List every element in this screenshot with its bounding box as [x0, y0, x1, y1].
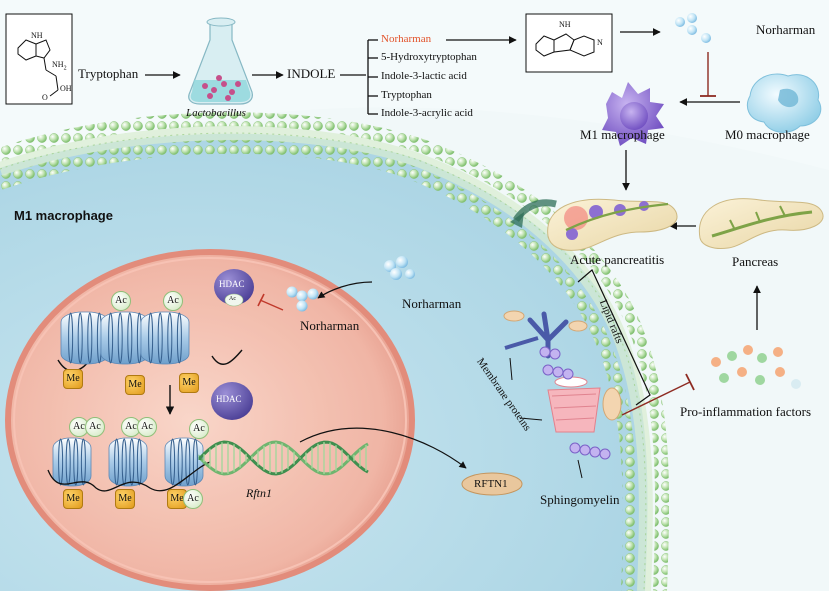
methyl-tag: Me	[115, 489, 135, 509]
chromatin-row-top	[57, 311, 243, 372]
acute-pancreatitis-label: Acute pancreatitis	[570, 252, 665, 267]
membrane-inner-layer	[0, 139, 637, 591]
metabolite-5-hydroxytryptophan: 5-Hydroxytryptophan	[381, 51, 477, 63]
acetyl-tag: Ac	[183, 489, 203, 509]
hdac-top-ac-label: Ac	[229, 296, 236, 302]
nucleosome-top	[60, 311, 110, 365]
pancreas-label: Pancreas	[732, 254, 779, 269]
m1-macrophage-label: M1 macrophage	[580, 127, 665, 142]
norharman-droplets-cytoplasm	[286, 256, 415, 312]
nucleosome-top	[100, 311, 150, 365]
norharman-structure	[525, 13, 613, 73]
hdac-mid-label: HDAC	[216, 394, 242, 404]
methyl-tag: Me	[63, 489, 83, 509]
metabolite-tryptophan: Tryptophan	[381, 89, 432, 101]
nor-nh-label: NH	[559, 20, 571, 29]
indole-label: INDOLE	[287, 66, 336, 81]
trp-nh-label: NH	[31, 31, 43, 40]
lipid-rafts-bracket	[577, 269, 651, 406]
tryptophan-label: Tryptophan	[78, 66, 139, 81]
sphingomyelin-beads	[539, 346, 611, 460]
acetyl-tag: Ac	[111, 291, 131, 311]
metabolite-indole-3-lactic-acid: Indole-3-lactic acid	[381, 70, 467, 82]
dna-helix	[198, 440, 369, 476]
m1-macrophage-image	[602, 82, 664, 146]
norharman-droplets-top	[675, 13, 711, 43]
metabolite-indole-3-acrylic-acid: Indole-3-acrylic acid	[381, 107, 473, 119]
cell-title: M1 macrophage	[14, 208, 113, 223]
inhibit-line-hdac	[259, 299, 284, 311]
nucleosome-top	[140, 311, 190, 365]
trp-o-label: O	[42, 93, 48, 102]
acetyl-tag: Ac	[85, 417, 105, 437]
hdac-top	[214, 269, 254, 307]
membrane-proteins	[503, 310, 622, 433]
trp-nh2-label: NH2	[52, 60, 67, 72]
rftn1-protein-label: RFTN1	[474, 478, 508, 490]
norharman-nucleus-label: Norharman	[300, 318, 360, 333]
nucleosome-bottom	[108, 437, 148, 487]
acute-pancreatitis-image	[547, 198, 678, 251]
trp-oh-label: OH	[60, 84, 72, 93]
pro-inflammation-label: Pro-inflammation factors	[680, 404, 812, 419]
lactobacillus-label: Lactobacillus	[186, 107, 246, 119]
nucleosome-bottom	[52, 437, 92, 487]
acetyl-tag: Ac	[189, 419, 209, 439]
rftn1-protein	[461, 472, 523, 496]
nucleosome-bottom	[164, 437, 204, 487]
methyl-tag: Me	[125, 375, 145, 395]
tryptophan-structure	[5, 13, 73, 105]
metabolite-norharman: Norharman	[381, 33, 432, 45]
m0-macrophage-label: M0 macrophage	[725, 127, 810, 142]
pancreas-image	[698, 198, 824, 249]
rftn1-gene-label: Rftn1	[246, 486, 272, 500]
acetyl-tag: Ac	[163, 291, 183, 311]
norharman-top-label: Norharman	[756, 22, 816, 37]
lactobacillus-flask	[188, 17, 253, 105]
norharman-membrane-label: Norharman	[402, 296, 462, 311]
hdac-mid	[211, 382, 253, 420]
hdac-top-label: HDAC	[219, 279, 245, 289]
pro-inflammation-dots	[711, 345, 801, 389]
m0-macrophage-image	[746, 73, 822, 133]
chromatin-row-bottom	[47, 437, 211, 492]
methyl-tag: Me	[63, 369, 83, 389]
acetyl-tag: Ac	[137, 417, 157, 437]
sphingomyelin-label: Sphingomyelin	[540, 492, 620, 507]
nucleus	[5, 249, 415, 591]
nor-n-label: N	[597, 38, 603, 47]
methyl-tag: Me	[179, 373, 199, 393]
